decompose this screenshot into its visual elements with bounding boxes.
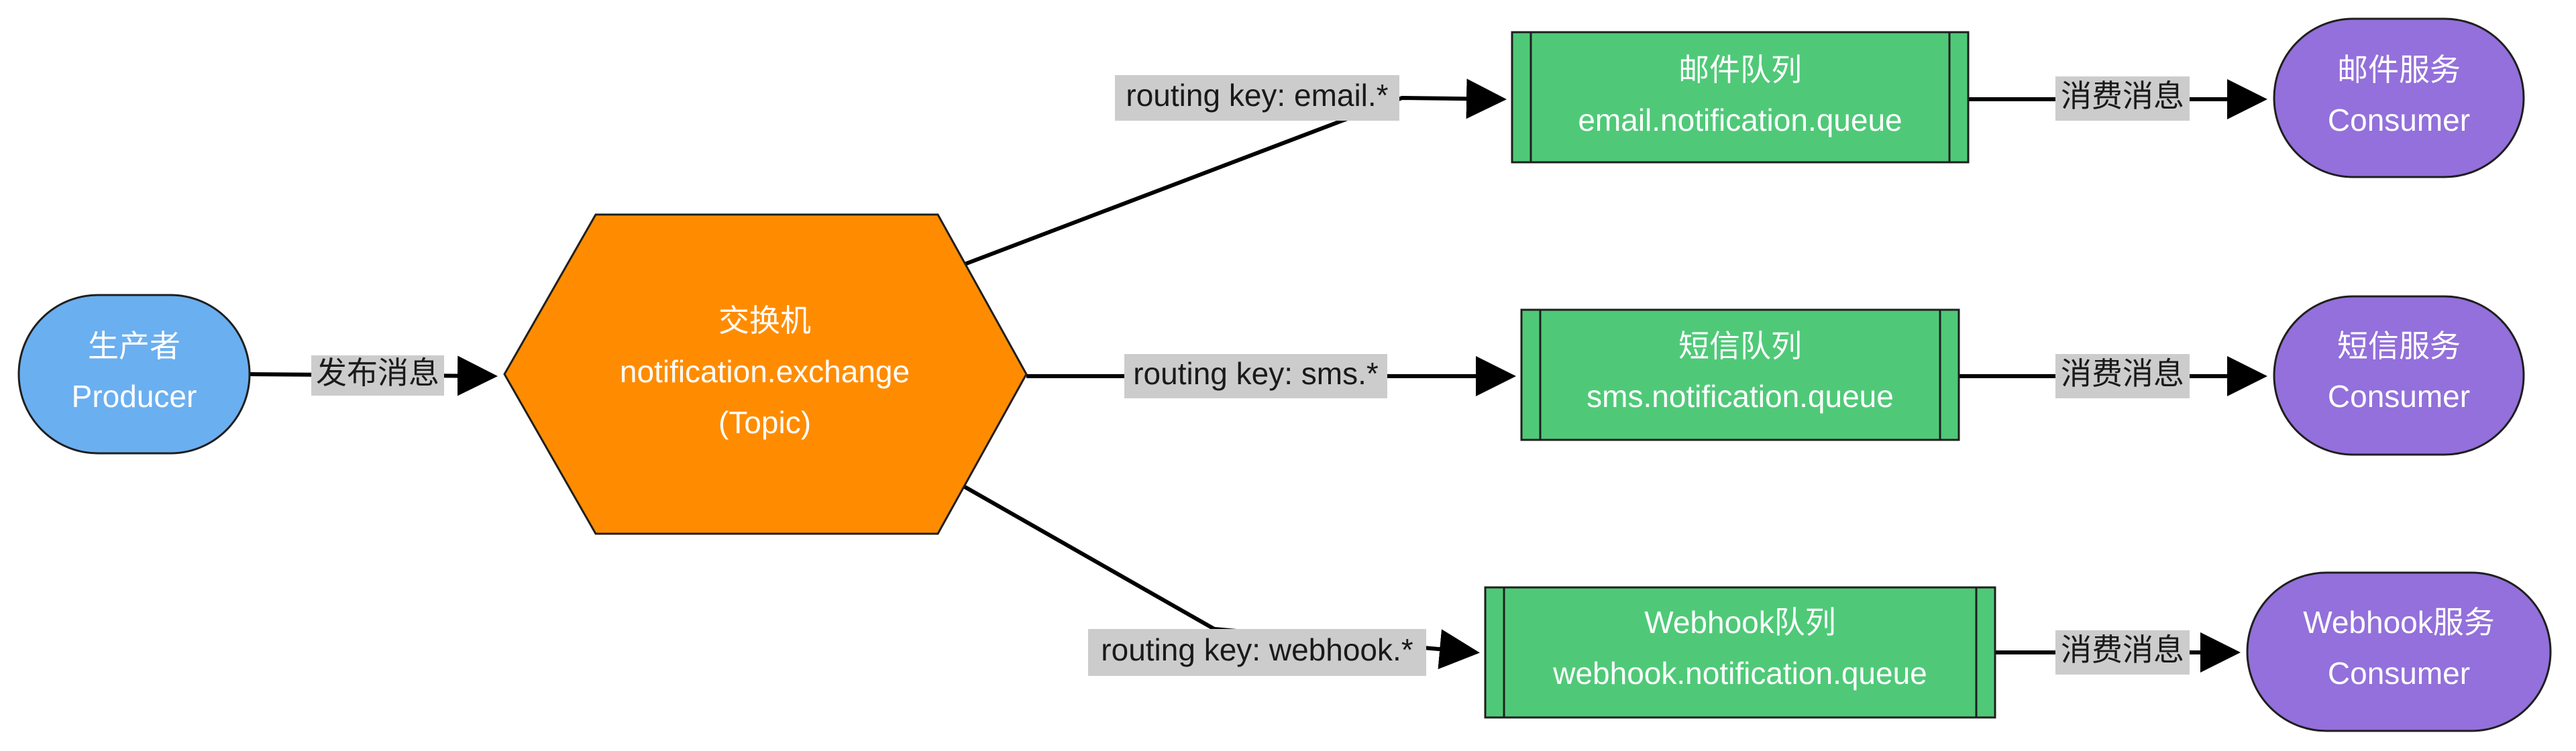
queue-email-shape: [1511, 31, 1970, 164]
queue-email-label-cn: 邮件队列: [1678, 52, 1802, 87]
producer-shape: [17, 294, 251, 455]
edge-label-consume-email: 消费消息: [2055, 76, 2190, 121]
exchange-shape: [503, 213, 1028, 535]
consumer-webhook: Webhook服务 Consumer: [2246, 571, 2552, 732]
edge-route-email: [963, 78, 1507, 266]
queue-sms-label-cn: 短信队列: [1678, 329, 1802, 363]
consumer-webhook-shape: [2246, 571, 2552, 732]
consumer-email: 邮件服务 Consumer: [2273, 17, 2525, 178]
edge-label-route-email: routing key: email.*: [1115, 75, 1399, 121]
edge-label-consume-webhook-text: 消费消息: [2061, 632, 2184, 667]
queue-sms: 短信队列 sms.notification.queue: [1520, 308, 1960, 441]
producer-label-cn: 生产者: [88, 329, 180, 363]
edge-label-route-webhook-text: routing key: webhook.*: [1101, 632, 1413, 667]
edge-label-consume-sms-text: 消费消息: [2061, 356, 2184, 391]
edge-label-route-sms-text: routing key: sms.*: [1133, 356, 1379, 391]
queue-webhook: Webhook队列 webhook.notification.queue: [1484, 586, 1996, 719]
edge-labels: 发布消息 routing key: email.* routing key: s…: [311, 75, 2190, 676]
queue-email: 邮件队列 email.notification.queue: [1511, 31, 1970, 164]
edge-label-route-webhook: routing key: webhook.*: [1088, 629, 1426, 676]
queue-webhook-label-cn: Webhook队列: [1644, 605, 1836, 640]
producer-node: 生产者 Producer: [17, 294, 251, 455]
edge-label-consume-sms: 消费消息: [2055, 354, 2190, 398]
consumer-sms-shape: [2273, 295, 2525, 456]
edge-label-consume-email-text: 消费消息: [2061, 78, 2184, 113]
consumer-email-label-en: Consumer: [2328, 103, 2470, 137]
exchange-label-name: notification.exchange: [620, 354, 910, 389]
edge-label-consume-webhook: 消费消息: [2055, 630, 2190, 675]
queue-sms-shape: [1520, 308, 1960, 441]
queue-webhook-shape: [1484, 586, 1996, 719]
consumer-sms-label-cn: 短信服务: [2337, 329, 2461, 363]
exchange-label-cn: 交换机: [718, 303, 811, 338]
exchange-label-type: (Topic): [718, 405, 811, 440]
edge-label-route-email-text: routing key: email.*: [1126, 78, 1388, 113]
queue-email-label-name: email.notification.queue: [1578, 103, 1902, 137]
edge-label-publish-text: 发布消息: [316, 355, 439, 390]
edge-label-route-sms: routing key: sms.*: [1124, 354, 1387, 398]
consumer-webhook-label-en: Consumer: [2328, 656, 2470, 691]
consumer-webhook-label-cn: Webhook服务: [2303, 605, 2495, 640]
queue-webhook-label-name: webhook.notification.queue: [1552, 656, 1927, 691]
edge-route-webhook: [963, 485, 1480, 670]
edge-label-publish: 发布消息: [311, 355, 444, 396]
consumer-sms: 短信服务 Consumer: [2273, 295, 2525, 456]
consumer-email-shape: [2273, 17, 2525, 178]
consumer-email-label-cn: 邮件服务: [2337, 52, 2461, 87]
exchange-node: 交换机 notification.exchange (Topic): [503, 213, 1028, 535]
queue-sms-label-name: sms.notification.queue: [1587, 379, 1894, 414]
producer-label-en: Producer: [72, 379, 197, 414]
consumer-sms-label-en: Consumer: [2328, 379, 2470, 414]
